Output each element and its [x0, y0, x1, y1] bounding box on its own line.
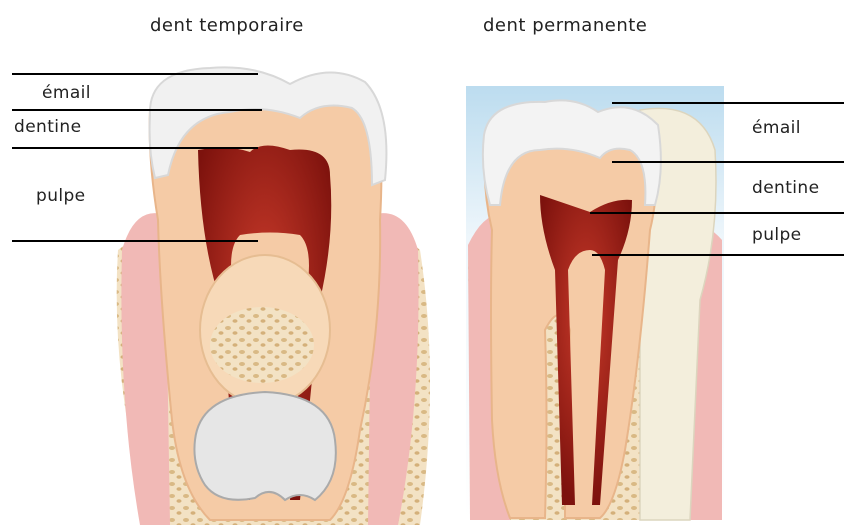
primary-enamel-label: émail — [42, 83, 91, 103]
permanent-pulp-label: pulpe — [752, 225, 802, 245]
permanent-dentin-label: dentine — [752, 178, 819, 198]
permanent-tooth-title: dent permanente — [483, 15, 647, 36]
primary-crypt-bone — [210, 307, 314, 383]
permanent-tooth — [466, 86, 724, 520]
primary-pulp-label: pulpe — [36, 186, 86, 206]
permanent-enamel-label: émail — [752, 118, 801, 138]
primary-tooth — [117, 67, 430, 525]
primary-dentin-label: dentine — [14, 117, 81, 137]
primary-successor-crown — [194, 392, 335, 500]
primary-tooth-title: dent temporaire — [150, 15, 304, 36]
